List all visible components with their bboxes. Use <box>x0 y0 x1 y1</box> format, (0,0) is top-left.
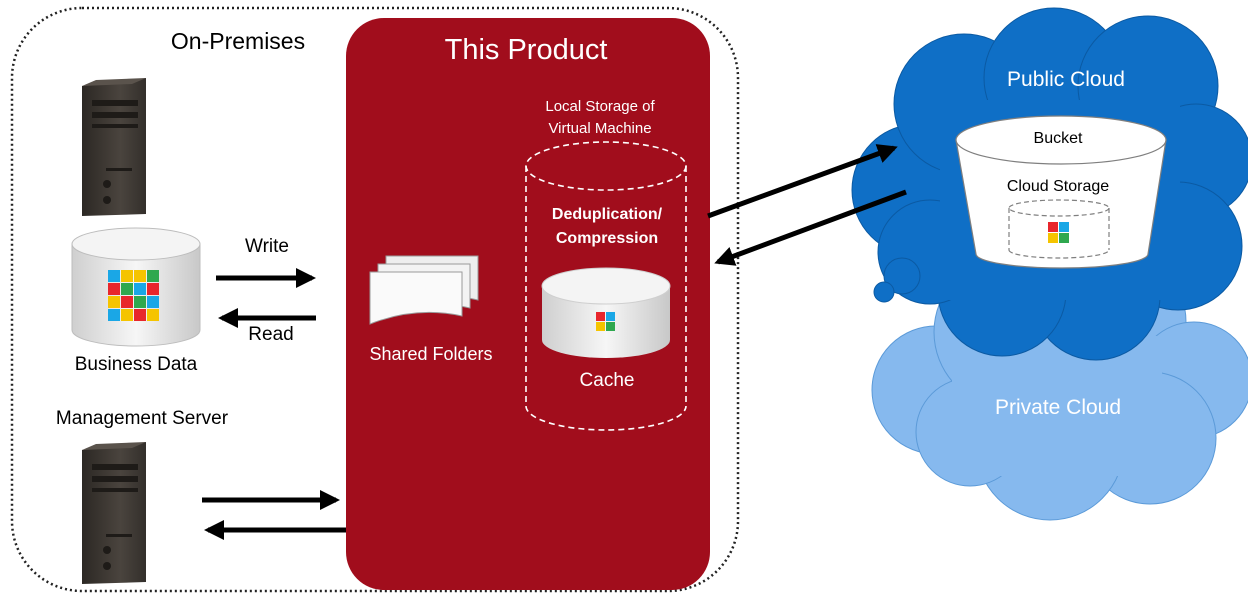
read-label: Read <box>248 324 294 345</box>
dedup-label-line1: Deduplication/ <box>551 206 663 223</box>
grid-tile <box>108 309 120 321</box>
grid-tile <box>134 283 146 295</box>
grid-tile <box>108 270 120 282</box>
grid-tile <box>108 283 120 295</box>
bucket-label: Bucket <box>1033 130 1083 147</box>
shared-folders-label: Shared Folders <box>369 344 493 364</box>
write-label: Write <box>245 236 289 257</box>
upload-arrow <box>707 144 898 219</box>
grid-tile <box>121 270 133 282</box>
cache-label: Cache <box>579 370 635 391</box>
on-premises-boundary <box>10 6 740 593</box>
grid-tile <box>134 309 146 321</box>
server-icon-bottom <box>82 442 146 584</box>
on-premises-label: On-Premises <box>170 28 306 54</box>
shared-folders-icon <box>369 255 479 325</box>
grid-tile <box>134 296 146 308</box>
grid-tile <box>121 309 133 321</box>
management-server-label: Management Server <box>55 408 229 429</box>
local-storage-cylinder <box>525 141 687 431</box>
cache-grid-icon <box>596 312 615 331</box>
cloud-storage-label: Cloud Storage <box>1006 178 1110 195</box>
private-cloud-label: Private Cloud <box>994 396 1122 419</box>
grid-tile <box>121 283 133 295</box>
cloud-storage-cylinder <box>1008 199 1110 259</box>
product-panel <box>346 18 710 590</box>
grid-tile <box>147 309 159 321</box>
cloud-storage-grid-icon <box>1048 222 1069 243</box>
grid-tile <box>108 296 120 308</box>
local-storage-label-line2: Virtual Machine <box>548 120 652 137</box>
product-title: This Product <box>444 34 608 66</box>
grid-tile <box>134 270 146 282</box>
grid-tile <box>147 270 159 282</box>
business-data-grid-icon <box>108 270 159 321</box>
grid-tile <box>121 296 133 308</box>
server-icon-top <box>82 78 146 216</box>
public-cloud-label: Public Cloud <box>1007 68 1125 91</box>
download-arrow <box>714 189 907 266</box>
grid-tile <box>147 283 159 295</box>
dedup-label-line2: Compression <box>555 230 659 247</box>
grid-tile <box>147 296 159 308</box>
business-data-label: Business Data <box>74 354 198 375</box>
local-storage-label-line1: Local Storage of <box>545 98 655 115</box>
